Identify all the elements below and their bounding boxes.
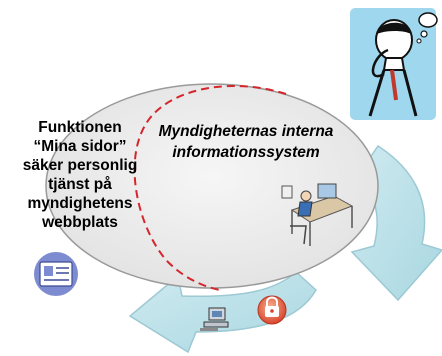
office-worker-desk-icon xyxy=(281,183,354,246)
left-text-line: Funktionen xyxy=(38,119,122,136)
inner-title-line: Myndigheternas interna xyxy=(158,123,334,140)
thinking-person-icon xyxy=(350,8,438,120)
computer-terminal-icon xyxy=(200,307,229,331)
left-text-line: webbplats xyxy=(42,214,118,231)
inner-title-line: informationssystem xyxy=(172,144,320,161)
id-card-icon xyxy=(34,252,78,296)
left-text-line: säker personlig xyxy=(22,157,138,174)
left-description: Funktionen “Mina sidor” säker personlig … xyxy=(4,118,156,232)
dashed-boundary xyxy=(133,85,287,291)
padlock-icon xyxy=(257,295,287,325)
left-text-line: tjänst på xyxy=(48,176,112,193)
left-text-line: “Mina sidor” xyxy=(33,138,127,155)
inner-system-title: Myndigheternas interna informationssyste… xyxy=(128,121,364,163)
left-text-line: myndighetens xyxy=(27,195,133,212)
